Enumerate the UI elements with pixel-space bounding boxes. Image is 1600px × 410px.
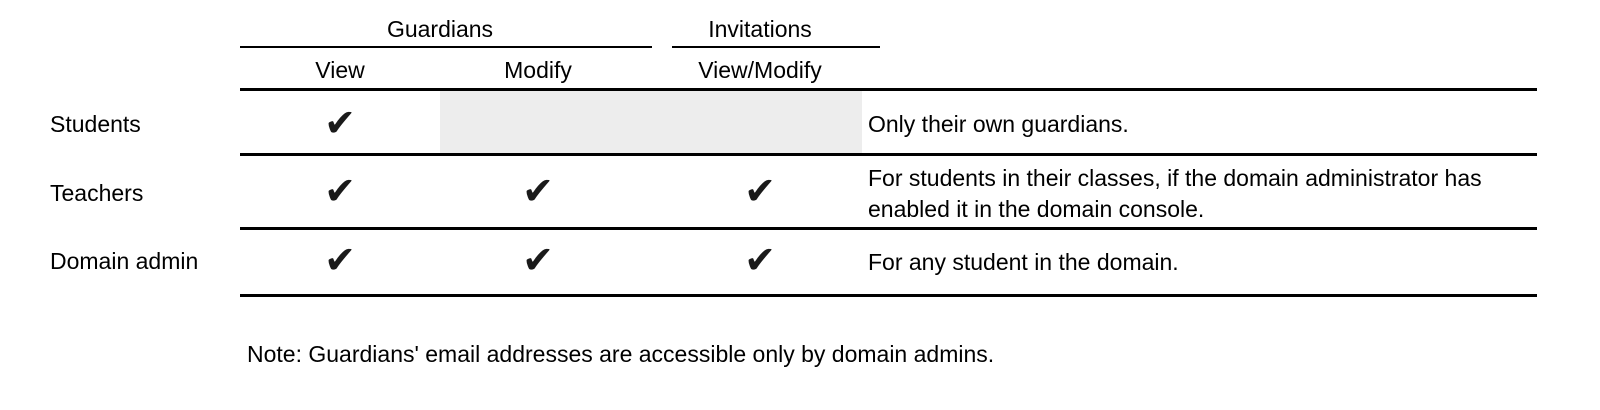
check-students-guardians-view: ✔ xyxy=(324,101,356,145)
check-domain-admin-guardians-view: ✔ xyxy=(324,238,356,282)
column-group-guardians-rule xyxy=(240,46,652,48)
column-header-guardians-view: View xyxy=(315,57,365,83)
table-rule-after-teachers xyxy=(240,227,1537,230)
row-label-domain-admin: Domain admin xyxy=(50,248,199,274)
column-group-guardians-label: Guardians xyxy=(386,16,494,42)
description-teachers: For students in their classes, if the do… xyxy=(868,165,1482,222)
description-domain-admin: For any student in the domain. xyxy=(868,249,1179,275)
check-teachers-guardians-view: ✔ xyxy=(324,169,356,213)
table-footnote: Note: Guardians' email addresses are acc… xyxy=(247,341,995,367)
check-teachers-invitations-view-modify: ✔ xyxy=(744,169,776,213)
table-rule-top xyxy=(240,88,1537,91)
column-group-invitations-label: Invitations xyxy=(708,16,812,42)
check-teachers-guardians-modify: ✔ xyxy=(522,169,554,213)
row-label-teachers: Teachers xyxy=(50,180,144,206)
column-header-guardians-modify: Modify xyxy=(504,57,572,83)
table-rule-bottom xyxy=(240,294,1537,297)
shaded-not-applicable-cell xyxy=(440,91,862,153)
row-label-students: Students xyxy=(50,111,141,137)
table-rule-after-students xyxy=(240,153,1537,156)
check-domain-admin-invitations-view-modify: ✔ xyxy=(744,238,776,282)
column-header-invitations-view-modify: View/Modify xyxy=(698,57,822,83)
table-row: Domain admin xyxy=(50,248,198,275)
table-row: Teachers xyxy=(50,180,143,207)
table-row: Students xyxy=(50,111,141,138)
description-students: Only their own guardians. xyxy=(868,111,1129,137)
column-group-invitations-rule xyxy=(672,46,880,48)
check-domain-admin-guardians-modify: ✔ xyxy=(522,238,554,282)
